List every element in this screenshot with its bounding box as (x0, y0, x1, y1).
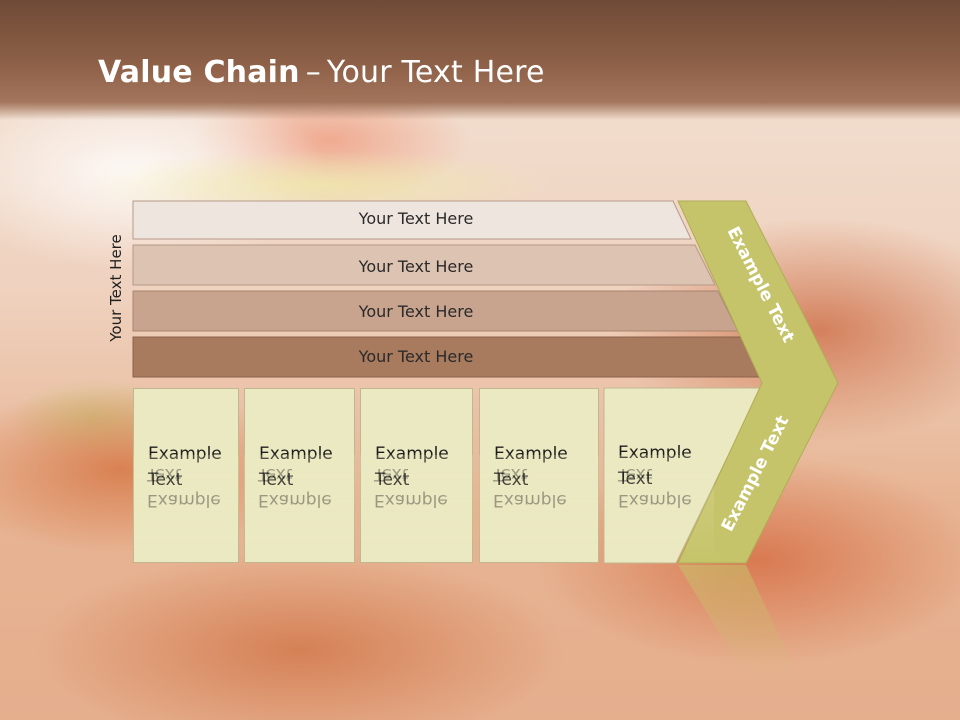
title-bold: Value Chain (98, 55, 300, 90)
example-box-2[interactable]: Example Text (244, 388, 355, 563)
bar-2-label: Your Text Here (358, 257, 474, 276)
example-box-4-reflection: Example Text (479, 455, 599, 565)
bar-3-label: Your Text Here (358, 302, 474, 321)
example-box-1-line1: Example (148, 444, 222, 464)
bar-2[interactable] (132, 244, 716, 286)
example-box-4-line1: Example (494, 444, 568, 464)
example-box-5[interactable]: Example Text (604, 388, 714, 563)
bar-1-label: Your Text Here (358, 209, 474, 228)
example-box-5-reflection: Example Text (604, 455, 714, 565)
chevron-arrow[interactable] (677, 200, 839, 564)
bar-4-label: Your Text Here (358, 347, 474, 366)
title-rest: Your Text Here (326, 55, 545, 90)
bar-group: Your Text Here Your Text Here Your Text … (132, 200, 763, 378)
example-box-3[interactable]: Example Text (360, 388, 473, 563)
title-dash: – (305, 55, 321, 90)
example-box-1-line2: Text (148, 467, 238, 493)
title-banner (0, 0, 960, 120)
example-box-1-reflection: Example Text (133, 455, 239, 565)
example-box-3-line1: Example (375, 444, 449, 464)
slide-title[interactable]: Value Chain–Your Text Here (98, 55, 545, 90)
example-box-3-line2: Text (375, 467, 472, 493)
chevron-reflection (678, 565, 800, 680)
example-box-3-reflection: Example Text (360, 455, 473, 565)
example-box-4[interactable]: Example Text (479, 388, 599, 563)
example-box-2-reflection: Example Text (244, 455, 355, 565)
bar-1[interactable] (132, 200, 692, 240)
box-5-shape (603, 387, 762, 564)
example-box-5-line1: Example (618, 443, 692, 463)
example-box-5-line2: Text (618, 466, 714, 492)
example-box-4-line2: Text (494, 467, 598, 493)
example-box-2-line2: Text (259, 467, 354, 493)
example-box-2-line1: Example (259, 444, 333, 464)
example-box-1[interactable]: Example Text (133, 388, 239, 563)
